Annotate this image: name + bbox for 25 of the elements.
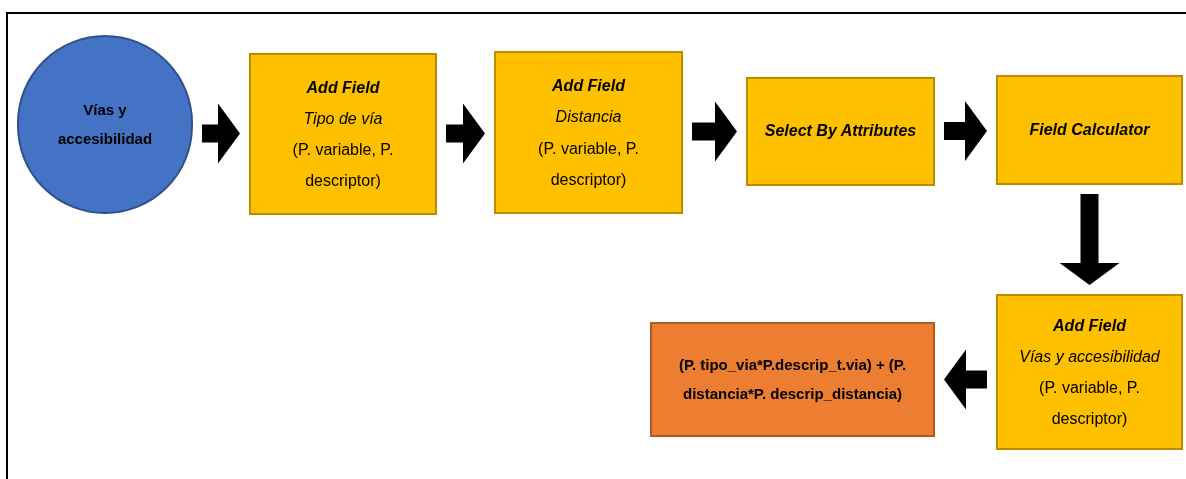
block-arrow bbox=[1059, 194, 1120, 285]
heading-text: Add Field bbox=[552, 76, 625, 97]
parameter-text: (P. variable, P. descriptor) bbox=[537, 138, 640, 190]
process-box bbox=[996, 294, 1183, 450]
process-box bbox=[494, 51, 683, 214]
process-box bbox=[996, 75, 1183, 185]
subtitle-text: Tipo de vía bbox=[303, 108, 383, 129]
title-text: Vías y accesibilidad bbox=[57, 100, 153, 149]
formula-text: (P. tipo_via*P.descrip_t.via) + (P. distancia*P. descrip_distancia) bbox=[677, 355, 908, 404]
block-arrow bbox=[944, 349, 987, 410]
block-arrow bbox=[692, 101, 737, 162]
parameter-text: (P. variable, P. descriptor) bbox=[1038, 378, 1141, 430]
subtitle-text: Vías y accesibilidad bbox=[1019, 346, 1160, 367]
heading-text: Field Calculator bbox=[1029, 119, 1150, 140]
formula-box bbox=[650, 322, 935, 437]
block-arrow bbox=[202, 103, 240, 164]
heading-text: Select By Attributes bbox=[764, 121, 917, 142]
block-arrow bbox=[446, 103, 485, 164]
heading-text: Add Field bbox=[1053, 315, 1126, 336]
process-box bbox=[249, 53, 437, 215]
parameter-text: (P. variable, P. descriptor) bbox=[291, 140, 395, 192]
heading-text: Add Field bbox=[306, 77, 380, 98]
subtitle-text: Distancia bbox=[555, 107, 622, 128]
block-arrow bbox=[944, 101, 987, 161]
process-box bbox=[746, 77, 935, 186]
